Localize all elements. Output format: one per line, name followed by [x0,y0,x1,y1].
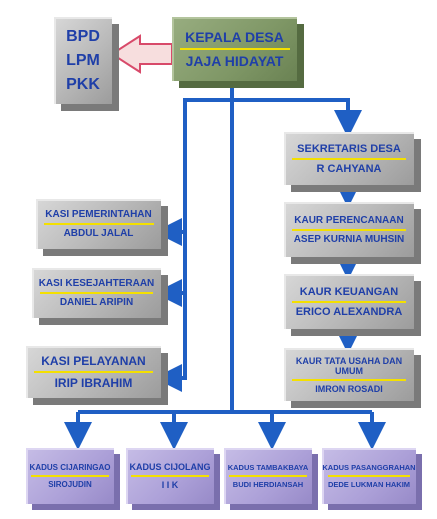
kaur-separator [291,378,407,381]
kepala-desa-box: KEPALA DESA JAJA HIDAYAT [172,17,297,81]
lembaga-pkk: PKK [66,75,100,93]
kadus-separator [229,475,307,477]
kaur-separator [291,228,407,231]
kaur-role: KAUR TATA USAHA DAN UMUM [295,355,403,376]
kadus-role: KADUS CIJOLANG [129,462,211,472]
sekretaris-separator [291,157,407,160]
lembaga-lpm: LPM [66,51,100,69]
kepala-role: KEPALA DESA [185,29,284,45]
sekretaris-box: SEKRETARIS DESA R CAHYANA [284,132,414,185]
kasi-separator [34,371,153,373]
kadus-cijaringao-box: KADUS CIJARINGAO SIROJUDIN [26,448,114,504]
kasi-kesejahteraan-box: KASI KESEJAHTERAAN DANIEL ARIPIN [32,268,161,318]
kepala-to-lembaga-arrow [110,34,173,74]
kaur-name: ASEP KURNIA MUHSIN [293,233,405,245]
kasi-separator [39,292,154,294]
kaur-role: KAUR KEUANGAN [299,285,399,298]
kasi-separator [43,223,154,225]
kaur-keuangan-box: KAUR KEUANGAN ERICO ALEXANDRA [284,274,414,329]
kaur-perencanaan-box: KAUR PERENCANAAN ASEP KURNIA MUHSIN [284,202,414,257]
kadus-role: KADUS TAMBAKBAYA [227,463,309,472]
kaur-role: KAUR PERENCANAAN [294,214,404,226]
kasi-role: KASI PELAYANAN [41,354,146,368]
lembaga-box: BPD LPM PKK [54,17,112,104]
branch-kasi [154,98,232,392]
kasi-pelayanan-box: KASI PELAYANAN IRIP IBRAHIM [26,346,161,398]
kadus-name: BUDI HERDIANSAH [232,480,304,489]
kadus-role: KADUS CIJARINGAO [29,463,111,472]
kadus-role: KADUS PASANGGRAHAN [322,463,416,472]
kadus-name: DEDE LUKMAN HAKIM [327,480,411,489]
kadus-pasanggrahan-box: KADUS PASANGGRAHAN DEDE LUKMAN HAKIM [322,448,416,504]
kepala-name: JAJA HIDAYAT [185,53,284,69]
kasi-role: KASI KESEJAHTERAAN [38,278,155,289]
kaur-name: IMRON ROSADI [315,383,383,394]
kadus-name: I I K [161,480,179,490]
kepala-separator [179,48,290,50]
kasi-role: KASI PEMERINTAHAN [45,209,152,220]
kadus-tambakbaya-box: KADUS TAMBAKBAYA BUDI HERDIANSAH [224,448,312,504]
kaur-tata-usaha-box: KAUR TATA USAHA DAN UMUM IMRON ROSADI [284,348,414,401]
kaur-separator [291,300,407,303]
kasi-name: IRIP IBRAHIM [54,376,133,390]
kasi-name: ABDUL JALAL [63,228,134,239]
lembaga-bpd: BPD [66,27,100,45]
sekretaris-role: SEKRETARIS DESA [297,142,401,155]
sekretaris-name: R CAHYANA [316,162,382,175]
kadus-separator [131,475,209,477]
kadus-cijolang-box: KADUS CIJOLANG I I K [126,448,214,504]
branch-sekretaris [232,98,362,138]
kadus-separator [31,475,109,477]
kasi-pemerintahan-box: KASI PEMERINTAHAN ABDUL JALAL [36,199,161,249]
kadus-separator [327,475,411,477]
kadus-name: SIROJUDIN [48,480,92,489]
kaur-name: ERICO ALEXANDRA [295,305,403,318]
kasi-name: DANIEL ARIPIN [59,297,134,308]
